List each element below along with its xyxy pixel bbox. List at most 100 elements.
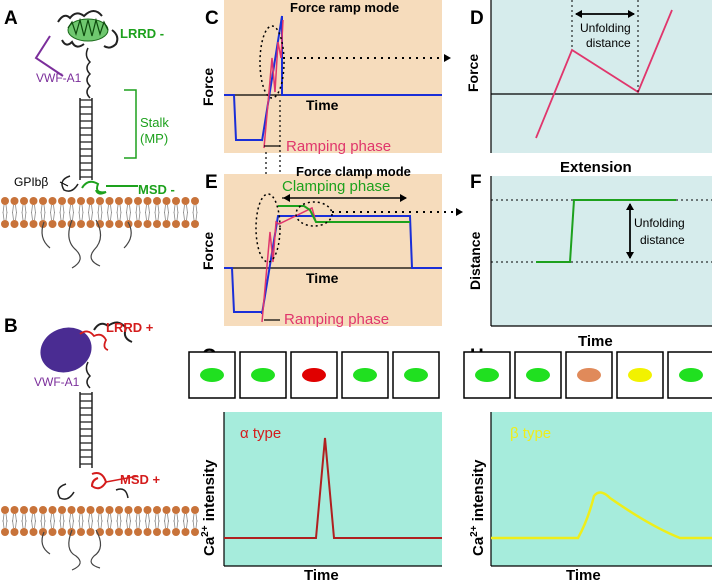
panel-c-red-trace [263,19,284,149]
lipid-head [58,506,66,514]
lipid-head [124,506,133,514]
lipid-head [86,506,95,514]
lipid-head [134,506,142,514]
cell-signal-green [251,368,275,382]
lipid-head [191,528,199,536]
lipid-head [143,220,152,228]
vwf-bracket [34,35,64,77]
lipid-head [143,528,152,536]
lipid-head [48,528,57,536]
lipid-head [115,197,123,205]
panel-g-xlabel: Time [304,567,339,584]
membrane-b [1,506,199,536]
lipid-head [29,506,38,514]
panel-h-background [491,412,712,566]
lipid-head [172,220,180,228]
lipid-head [124,528,133,536]
lipid-head [105,220,114,228]
lipid-head [143,197,152,205]
vwf-a1-b-label: VWF-A1 [34,375,80,389]
lipid-head [10,220,19,228]
msd-domain-icon [81,180,107,195]
stalk-chain-top [85,47,92,99]
lrrd-domain-icon [57,10,119,49]
lipid-head [10,506,19,514]
lipid-head [48,506,57,514]
lipid-head [77,220,85,228]
lipid-head [86,197,95,205]
lipid-head [191,220,199,228]
lipid-head [172,506,180,514]
lipid-head [67,506,76,514]
lrrd-plus-label: LRRD + [106,320,154,335]
lipid-head [10,197,19,205]
cell-signal-green [679,368,703,382]
cell-signal-red [302,368,326,382]
vwf-a1-label: VWF-A1 [36,71,82,85]
lipid-head [29,197,38,205]
panel-c-xlabel: Time [306,97,339,113]
panel-d: D Force Unfolding distance Extension [465,0,712,176]
panel-d-xlabel: Extension [560,159,632,176]
lipid-head [39,506,47,514]
lipid-head [181,506,190,514]
panel-e-ramping-phase: Ramping phase [284,311,389,328]
panel-e-letter: E [205,172,218,193]
lipid-head [10,528,19,536]
force-clamp-title: Force clamp mode [296,164,411,179]
lipid-head [20,528,28,536]
cell-signal-green [475,368,499,382]
panel-d-background [491,0,712,153]
cell-signal-green [200,368,224,382]
lipid-head [39,197,47,205]
clamping-phase-label: Clamping phase [282,178,390,195]
lrrd-plus-domain-icon [79,330,109,351]
lipid-head [20,220,28,228]
lipid-head [58,197,66,205]
lipid-head [191,506,199,514]
lipid-head [1,197,9,205]
panel-e-xlabel: Time [306,270,339,286]
lipid-head [58,528,66,536]
panel-e-dotted-ellipse-1 [255,193,281,263]
lipid-head [134,220,142,228]
beta-type-label: β type [510,425,551,442]
panel-e: E Force clamp mode Clamping phase Force … [200,164,463,328]
panel-d-force-trace [535,9,673,139]
stalk-bracket [124,89,137,159]
panel-e-dotted-ellipse-2 [295,201,333,227]
panel-a: A VWF-A1 LRRD - Stalk (MP) GPIbβ MSD [1,8,199,269]
panel-g-ylabel: Ca2+ intensity [200,459,218,556]
lipid-head [96,197,104,205]
lipid-head [96,506,104,514]
panel-e-background [224,174,442,326]
lipid-head [134,197,142,205]
lipid-head [115,506,123,514]
panel-e-green-trace [278,205,410,223]
panel-c-ramping-phase: Ramping phase [286,138,391,155]
msd-minus-label: MSD - [138,182,175,197]
lipid-head [20,197,28,205]
lipid-head [153,528,161,536]
panel-g-background [224,412,442,566]
panel-c-blue-trace [224,15,442,142]
lipid-head [115,220,123,228]
lipid-head [39,528,47,536]
panel-b-letter: B [4,316,18,337]
panel-h-frames [463,351,712,399]
lipid-head [153,506,161,514]
membrane-a [1,197,199,228]
panel-d-annotation-2: distance [586,36,631,50]
stalk-rungs [80,99,92,178]
lipid-head [153,197,161,205]
lipid-head [181,197,190,205]
panel-a-letter: A [4,8,18,29]
msd-plus-label: MSD + [120,472,161,487]
lipid-head [86,528,95,536]
force-ramp-title: Force ramp mode [290,0,399,15]
panel-h-ylabel: Ca2+ intensity [469,459,487,556]
lipid-head [29,528,38,536]
lipid-head [105,197,114,205]
lipid-head [191,197,199,205]
